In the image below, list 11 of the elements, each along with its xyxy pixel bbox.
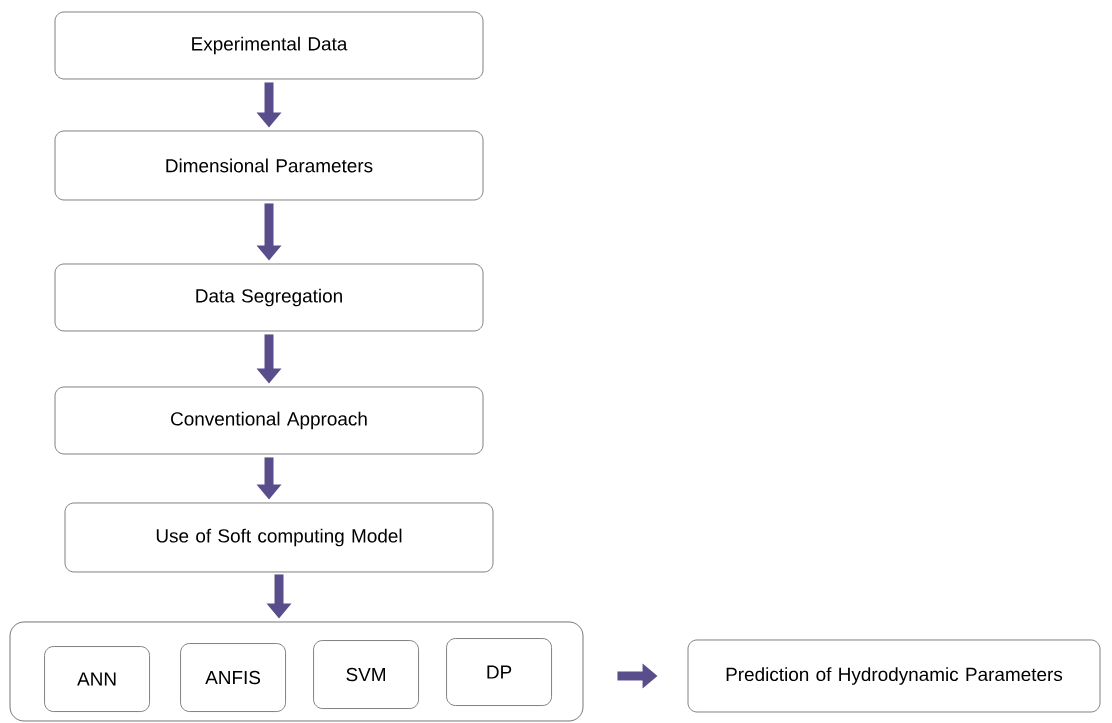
- model-box: ANN: [44, 646, 150, 712]
- process-box: Data Segregation: [54, 263, 484, 332]
- process-box: Conventional Approach: [54, 386, 484, 455]
- process-box: Use of Soft computing Model: [64, 502, 494, 573]
- model-box: DP: [446, 638, 552, 706]
- container-box: [9, 621, 584, 722]
- process-box: Experimental Data: [54, 11, 484, 80]
- output-box: Prediction of Hydrodynamic Parameters: [687, 639, 1101, 713]
- model-box: ANFIS: [180, 643, 286, 712]
- model-box: SVM: [313, 640, 419, 709]
- process-box: Dimensional Parameters: [54, 130, 484, 201]
